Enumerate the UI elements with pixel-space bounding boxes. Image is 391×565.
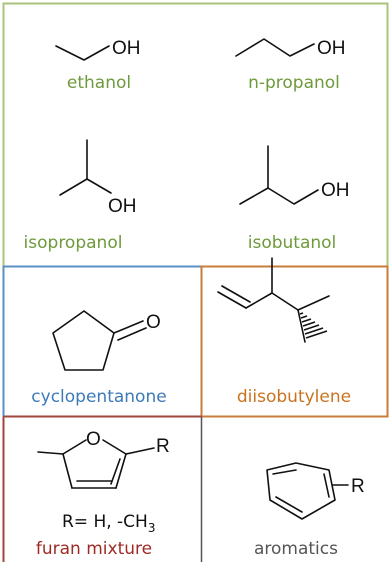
ethanol-label: ethanol: [67, 73, 131, 93]
ethanol-oh-atom: OH: [112, 38, 141, 59]
n-propanol-oh-atom: OH: [317, 38, 346, 59]
diisobutylene-panel-border: [200, 265, 389, 418]
hashed-wedge: [299, 312, 328, 339]
furan-panel-border: [2, 415, 202, 562]
furan-structure: O R: [37, 429, 170, 489]
cyclopentanone-o-atom: O: [146, 312, 161, 333]
isopropanol-structure: OH: [59, 139, 137, 217]
diisobutylene-label: diisobutylene: [237, 387, 351, 407]
cyclopentanone-structure: O: [52, 310, 161, 371]
isobutanol-label: isobutanol: [248, 233, 337, 253]
furan-r-group: R: [156, 436, 170, 457]
furan-mixture-label: furan mixture: [36, 539, 152, 559]
n-propanol-label: n-propanol: [248, 73, 340, 93]
isobutanol-oh-atom: OH: [321, 180, 350, 201]
isopropanol-oh-atom: OH: [108, 196, 137, 217]
furan-o-atom: O: [86, 429, 101, 450]
furan-r-note: R= H, -CH3: [62, 512, 155, 535]
benzene-structure: R: [266, 462, 365, 520]
aromatics-r-group: R: [351, 476, 365, 497]
isopropanol-label: isopropanol: [24, 233, 123, 253]
diisobutylene-structure: [217, 257, 330, 343]
cyclopentanone-label: cyclopentanone: [31, 387, 166, 407]
isobutanol-structure: OH: [239, 145, 350, 205]
n-propanol-structure: OH: [235, 38, 346, 59]
ethanol-structure: OH: [55, 38, 141, 61]
aromatics-label: aromatics: [254, 539, 338, 559]
